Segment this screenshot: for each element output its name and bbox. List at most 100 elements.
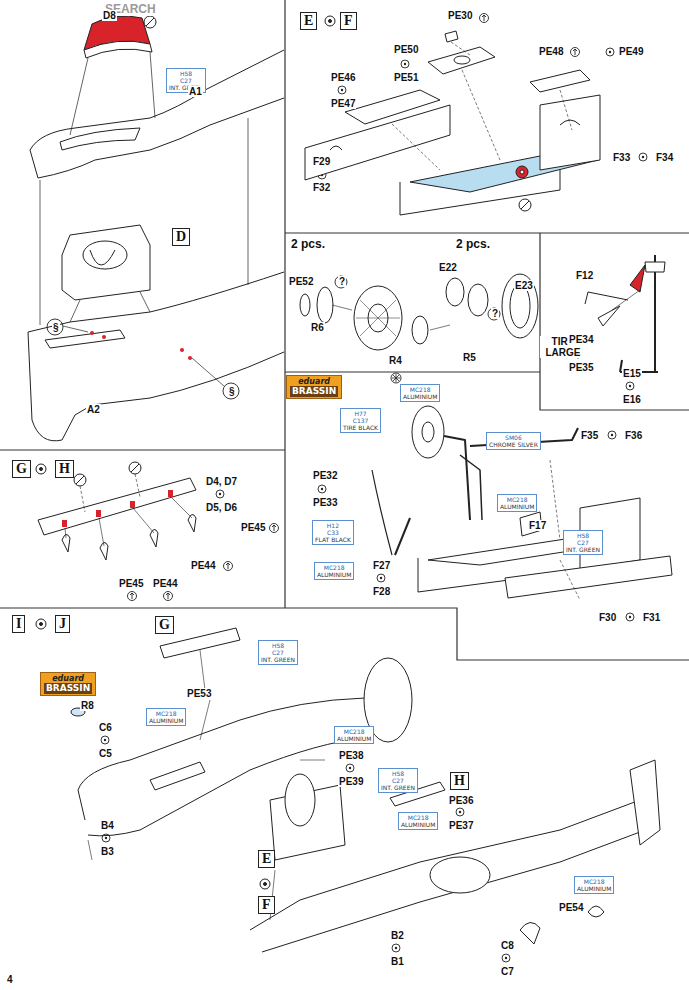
drawing-path [505, 556, 672, 598]
drawing-path [250, 800, 640, 930]
drawing-circle [40, 468, 43, 471]
drawing-circle [516, 166, 528, 178]
paint-callout: H58C27INT. GREEN [563, 530, 603, 555]
part-number: R6 [310, 322, 325, 333]
drawing-circle [608, 431, 616, 439]
step-letter-box: D [172, 228, 190, 246]
drawing-circle [216, 490, 224, 498]
paint-code: MC218 [500, 496, 534, 503]
part-number: PE52 [288, 276, 314, 287]
paint-callout: H77C137TIRE BLACK [340, 408, 381, 433]
node-text: BRASSIN [290, 386, 338, 397]
part-number: PE51 [393, 72, 419, 83]
drawing-circle [188, 356, 192, 360]
drawing-path [30, 50, 284, 150]
part-number: E22 [438, 262, 458, 273]
drawing-path [372, 470, 392, 555]
part-number: 2 pcs. [455, 237, 491, 251]
drawing-circle [129, 462, 141, 474]
drawing-circle [36, 619, 46, 629]
drawing-circle [90, 331, 94, 335]
paint-code: MC218 [149, 710, 183, 717]
node-text: G [159, 617, 170, 633]
part-number: F36 [624, 430, 643, 441]
paint-callout: MC218ALUMINIUM [574, 876, 614, 894]
drawing-circle [480, 14, 489, 23]
bend-symbols [128, 14, 580, 601]
part-number: D8 [102, 10, 117, 21]
node-text: G [16, 461, 27, 477]
step-letter-box: E [258, 850, 275, 868]
drawing-path [200, 650, 205, 690]
drawing-rect [96, 510, 101, 517]
drawing-circle [104, 739, 106, 741]
part-number: PE33 [312, 497, 338, 508]
drawing-path [285, 371, 540, 372]
node-text: BRASSIN [44, 683, 92, 694]
step-letter-box: G [12, 460, 31, 478]
part-number: F31 [642, 612, 661, 623]
drawing-circle [223, 383, 239, 399]
part-number: PE38 [338, 750, 364, 761]
drawing-path [521, 201, 529, 209]
drawing-path [520, 922, 540, 944]
drawing-path [131, 464, 139, 472]
paint-code: C27 [381, 777, 415, 784]
drawing-path [540, 95, 600, 170]
drawing-path [332, 305, 450, 330]
drawing-circle [606, 48, 614, 56]
drawing-path [620, 255, 658, 372]
part-number: F27 [372, 560, 391, 571]
drawing-circle [626, 382, 634, 390]
drawing-rect [168, 490, 173, 497]
drawing-circle [571, 48, 580, 57]
drawing-circle [341, 89, 343, 91]
paint-code: H58 [169, 70, 203, 77]
node-text: D [176, 229, 186, 245]
paint-callout: H58C27INT. GREEN [258, 640, 298, 665]
drawing-path [630, 265, 645, 292]
drawing-path [62, 514, 196, 560]
paint-name: ALUMINIUM [577, 885, 611, 892]
part-number: D5, D6 [205, 502, 238, 513]
node-text: I [16, 616, 21, 632]
part-number: R4 [388, 355, 403, 366]
part-number: ? [338, 276, 346, 287]
part-number: PE36 [448, 795, 474, 806]
drawing-path [130, 593, 134, 599]
part-lines [28, 16, 672, 952]
part-number: PE54 [558, 902, 584, 913]
drawing-path [444, 436, 470, 520]
part-number: C5 [98, 748, 113, 759]
drawing-circle [401, 60, 409, 68]
paint-name: ALUMINIUM [317, 571, 351, 578]
drawing-circle [346, 764, 354, 772]
part-number: F17 [528, 520, 547, 531]
drawing-circle [219, 493, 221, 495]
part-number: § [52, 322, 60, 333]
drawing-circle [392, 944, 400, 952]
part-number: PE47 [330, 98, 356, 109]
part-number: PE32 [312, 470, 338, 481]
drawing-path [0, 608, 689, 660]
part-number: PE53 [186, 688, 212, 699]
drawing-circle [642, 156, 644, 158]
part-number: C7 [500, 966, 515, 977]
drawing-ellipse [422, 422, 434, 442]
drawing-circle [101, 736, 109, 744]
drawing-path [395, 518, 410, 555]
part-number: F12 [575, 270, 594, 281]
drawing-path [428, 47, 495, 74]
paint-callout: H58C27INT. GREEN [378, 768, 418, 793]
paint-code: MC218 [317, 564, 351, 571]
drawing-circle [395, 947, 397, 949]
step-letter-box: F [340, 12, 357, 30]
part-number: PE44 [190, 560, 216, 571]
paint-name: INT. GREEN [261, 656, 295, 663]
paint-callout: MC218ALUMINIUM [398, 812, 438, 830]
paint-name: INT. GREEN [566, 546, 600, 553]
drawing-path [146, 18, 154, 26]
part-number: R5 [462, 352, 477, 363]
drawing-ellipse [468, 284, 488, 316]
